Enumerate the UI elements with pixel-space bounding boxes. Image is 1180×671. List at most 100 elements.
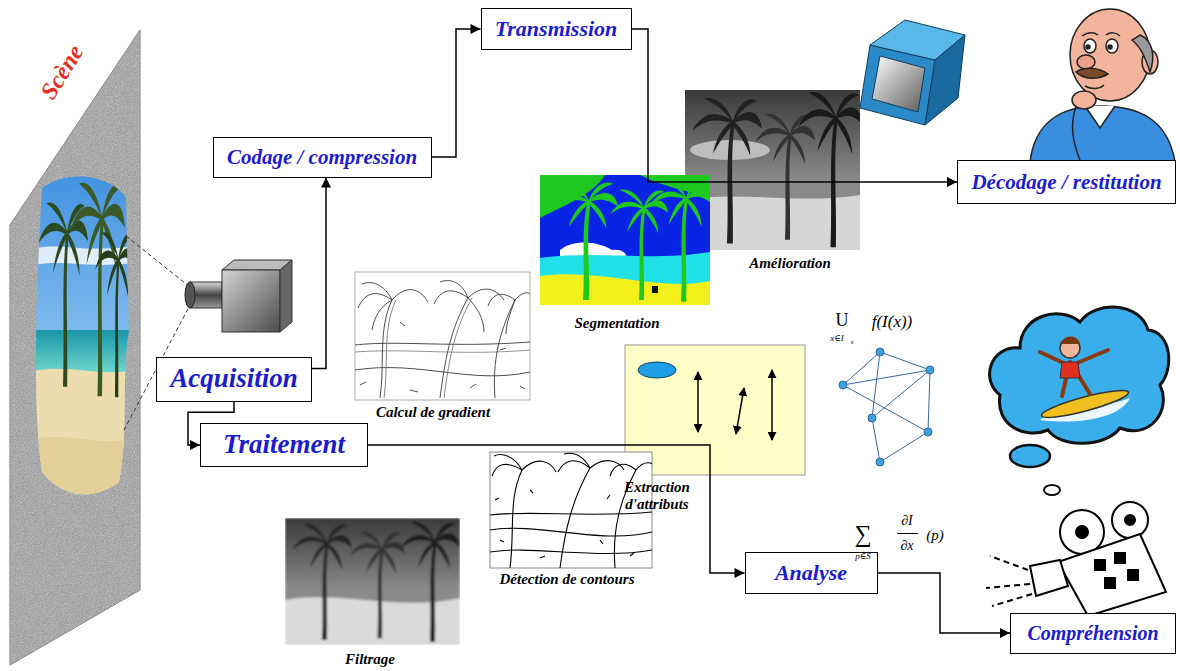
scene-panel [10,30,190,665]
projector-icon [986,502,1166,616]
projector-icon [986,584,1030,588]
box-label: Analyse [775,560,847,585]
filtered-photo [285,518,460,645]
box-label: Acquisition [170,363,298,394]
feature-panel [771,370,773,440]
gradient-image [358,283,428,330]
formula-term: f(I(x)) [872,313,913,332]
feature-panel [638,362,676,378]
filtered-photo [400,522,460,642]
segmented-image [652,286,658,293]
projector-icon [1125,515,1135,525]
camera-icon [185,282,195,308]
graph-figure [872,418,880,462]
projector-icon [1060,510,1104,554]
graph-figure [876,348,884,356]
feature-panel [736,388,744,434]
thinking-man [1076,68,1108,78]
projector-icon [1105,578,1115,588]
thinking-man [1086,45,1090,49]
flow-arrow [312,178,326,369]
gradient-image [360,322,525,392]
box-label: Transmission [495,16,618,41]
graph-figure [928,370,930,432]
edge-image [495,490,634,558]
thinking-man [1070,9,1150,101]
thinking-man [1073,106,1080,160]
process-box: Traitement [200,423,368,467]
flow-arrow [632,29,958,182]
graph-figure [839,348,934,466]
projector-icon [1115,553,1125,563]
projector-icon [992,594,1032,606]
process-box: Décodage / restitution [957,160,1176,204]
gradient-image [355,350,530,352]
thought-cloud [1060,337,1080,345]
feature-panel [697,372,699,432]
thought-cloud [1010,445,1050,467]
monitor-icon [872,56,925,112]
box-label: Traitement [223,429,345,460]
gradient-image [355,272,530,400]
graph-figure [868,414,876,422]
projector-icon [1076,526,1088,538]
formula-term: ∂I [901,513,913,528]
flow-arrow [368,445,745,573]
projector-icon [1112,502,1148,538]
segmented-image [548,182,618,300]
thinking-man [1132,35,1153,72]
edge-image [490,528,652,536]
graph-figure [880,352,930,370]
projector-icon [1095,560,1105,570]
connector-group [188,29,1010,633]
graph-figure [872,352,880,418]
monitor-icon [925,35,965,125]
image-caption: Amélioration [749,255,831,272]
formula-subscript: p∈S [855,552,871,562]
thinking-man [1085,85,1104,89]
gradient-image [355,281,530,398]
scene-panel [30,160,140,510]
gradient-image [355,342,530,345]
fraction-bar [897,533,918,534]
scene-panel [38,202,88,386]
thinking-man [1077,55,1095,69]
thinking-man [1030,106,1175,162]
enhanced-photo [755,114,815,240]
scene-panel [126,236,190,287]
formula-subscript: x∈I [830,334,844,344]
thinking-man [1108,45,1112,49]
image-caption: Détection de contours [500,571,635,588]
scene-panel [30,436,140,510]
process-box: Compréhension [1010,613,1176,654]
formula-symbol: ∑ [854,521,871,547]
process-box: Transmission [481,8,632,50]
gradient-image [355,368,530,376]
thought-cloud [1044,485,1060,495]
edge-image [610,463,652,476]
flow-arrow [878,573,1011,633]
filtered-photo [292,524,352,640]
flow-arrow [432,29,481,157]
graph-figure [926,366,934,374]
process-box: Acquisition [156,357,312,402]
scene-panel [10,30,140,665]
camera-icon [280,260,292,332]
thought-cloud [1060,362,1080,378]
thought-cloud [990,307,1169,495]
segmented-image [650,178,710,302]
graph-figure [843,370,930,385]
scene-panel [10,30,140,665]
gradient-image [434,281,504,332]
scene-panel [30,160,140,510]
formula-term: ∂x [900,538,913,553]
process-box: Codage / compression [213,137,432,178]
formula-subscript: s [851,339,854,347]
image-caption: Extraction d'attributs [607,479,707,512]
gradient-image [494,300,515,398]
camera-icon [222,270,280,332]
graph-figure [924,428,932,436]
